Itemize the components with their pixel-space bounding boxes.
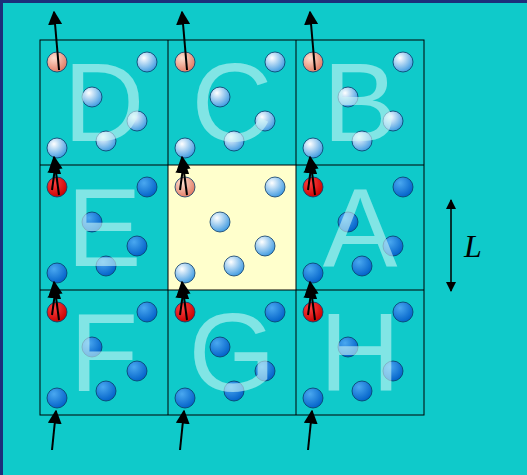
- particle: [137, 302, 157, 322]
- velocity-arrow: [182, 157, 187, 195]
- velocity-arrow: [308, 411, 312, 450]
- particle: [210, 212, 230, 232]
- velocity-arrow: [54, 157, 59, 195]
- cell-letter: H: [320, 297, 401, 409]
- length-arrow: [450, 200, 452, 291]
- cell-box: A: [296, 165, 424, 290]
- particle: [255, 236, 275, 256]
- velocity-arrow: [54, 12, 59, 70]
- cell-box: B: [296, 40, 424, 165]
- cell-letter: C: [192, 47, 273, 159]
- frame-strip: [0, 0, 3, 475]
- velocity-arrow: [310, 282, 315, 320]
- frame-strip: [0, 0, 527, 3]
- cell-box: H: [296, 290, 424, 415]
- cell-box: D: [40, 40, 168, 165]
- particles: [47, 12, 413, 450]
- velocity-arrow: [182, 12, 187, 70]
- cell-letter: E: [67, 172, 142, 284]
- cell-box: F: [40, 290, 168, 415]
- cell-letter: A: [323, 172, 398, 284]
- velocity-arrow: [180, 411, 184, 450]
- cell-box: E: [40, 165, 168, 290]
- velocity-arrow: [310, 12, 315, 70]
- cell-letter: B: [323, 47, 398, 159]
- velocity-arrow: [310, 157, 315, 195]
- velocity-arrow: [182, 282, 187, 320]
- cell-letter: D: [64, 47, 145, 159]
- particle: [47, 263, 67, 283]
- cell-letter: G: [188, 297, 275, 409]
- particle: [175, 263, 195, 283]
- cell-box: G: [168, 290, 296, 415]
- cell-box: C: [168, 40, 296, 165]
- particle: [224, 256, 244, 276]
- velocity-arrow: [54, 282, 59, 320]
- particle: [303, 138, 323, 158]
- particle: [303, 263, 323, 283]
- particle: [265, 177, 285, 197]
- length-label: L: [464, 230, 482, 262]
- particle: [47, 388, 67, 408]
- velocity-arrow: [52, 411, 56, 450]
- central-cell: [168, 165, 296, 290]
- cell-letter: F: [70, 297, 138, 409]
- cell-grid: [40, 40, 424, 415]
